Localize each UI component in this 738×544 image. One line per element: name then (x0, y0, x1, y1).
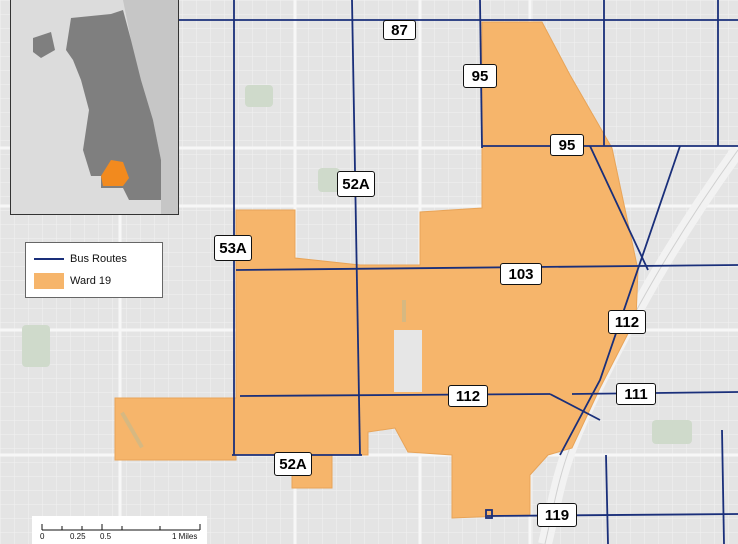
route-label-text: 53A (219, 239, 247, 257)
ward-19-highlight (101, 160, 129, 186)
route-label-95-east: 95 (550, 134, 584, 156)
scale-tick-0: 0 (40, 532, 45, 541)
route-label-119: 119 (537, 503, 577, 527)
route-112-branch (549, 393, 601, 421)
legend-item-bus-routes: Bus Routes (34, 252, 127, 266)
route-119-line (486, 513, 738, 517)
route-label-112-mid: 112 (448, 385, 488, 407)
route-label-52a-south: 52A (274, 452, 312, 476)
ward-hole (394, 330, 422, 392)
lake-michigan (123, 0, 178, 214)
route-label-text: 103 (508, 265, 534, 283)
route-112-diagonal (559, 145, 681, 456)
route-label-text: 52A (279, 455, 307, 473)
route-label-text: 112 (614, 313, 640, 331)
route-label-text: 95 (558, 136, 576, 154)
inset-map (10, 0, 179, 215)
route-52a-line (351, 0, 361, 456)
bus-routes (178, 0, 738, 544)
route-103-line (235, 264, 738, 271)
route-line-swatch (34, 258, 64, 260)
route-label-text: 112 (455, 387, 481, 405)
route-label-52a-north: 52A (337, 171, 375, 197)
ward-swatch (34, 273, 64, 289)
scale-bar-graphic (41, 524, 201, 531)
legend: Bus Routes Ward 19 (25, 242, 163, 298)
city-of-chicago (66, 10, 161, 200)
ward-park-strips (120, 300, 406, 449)
legend-label-ward: Ward 19 (70, 275, 112, 287)
scale-tick-025: 0.25 (70, 532, 86, 541)
route-diagonal-north (589, 145, 649, 271)
route-label-text: 95 (471, 67, 489, 85)
route-label-text: 87 (391, 21, 408, 39)
route-south-far-east (721, 429, 725, 544)
route-label-text: 52A (342, 175, 370, 193)
inset-map-canvas (11, 0, 178, 214)
route-south-vertical (605, 454, 609, 544)
legend-label-bus-routes: Bus Routes (70, 253, 127, 265)
route-label-111: 111 (616, 383, 656, 405)
ohare-area (33, 32, 55, 58)
route-label-text: 111 (624, 385, 648, 403)
route-label-95-north: 95 (463, 64, 497, 88)
route-119-loop (485, 509, 493, 519)
route-label-text: 119 (544, 506, 570, 524)
scale-tick-05: 0.5 (100, 532, 112, 541)
scale-tick-1-miles: 1 Miles (172, 532, 198, 541)
route-112-line (239, 393, 551, 397)
legend-item-ward: Ward 19 (34, 273, 111, 289)
route-label-112-east: 112 (608, 310, 646, 334)
route-label-53a: 53A (214, 235, 252, 261)
route-label-87: 87 (383, 20, 416, 40)
route-label-103: 103 (500, 263, 542, 285)
scale-bar: 0 0.25 0.5 1 Miles (32, 516, 207, 544)
